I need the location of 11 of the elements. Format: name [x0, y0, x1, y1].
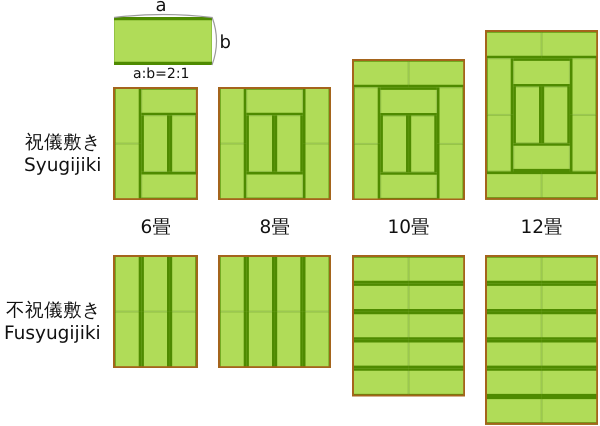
size-label: 10畳	[388, 218, 430, 237]
size-label: 12畳	[520, 218, 564, 237]
size-label: 6畳	[140, 218, 172, 237]
row-label: 祝儀敷き	[25, 134, 101, 152]
row-label: 不祝儀敷き	[6, 302, 101, 320]
dimension-label: a	[156, 0, 167, 14]
row-label: Fusyugijiki	[4, 324, 101, 343]
ratio-label: a:b=2:1	[133, 67, 190, 81]
dimension-label: b	[220, 34, 231, 52]
row-label: Syugijiki	[24, 156, 102, 175]
size-label: 8畳	[260, 218, 290, 237]
